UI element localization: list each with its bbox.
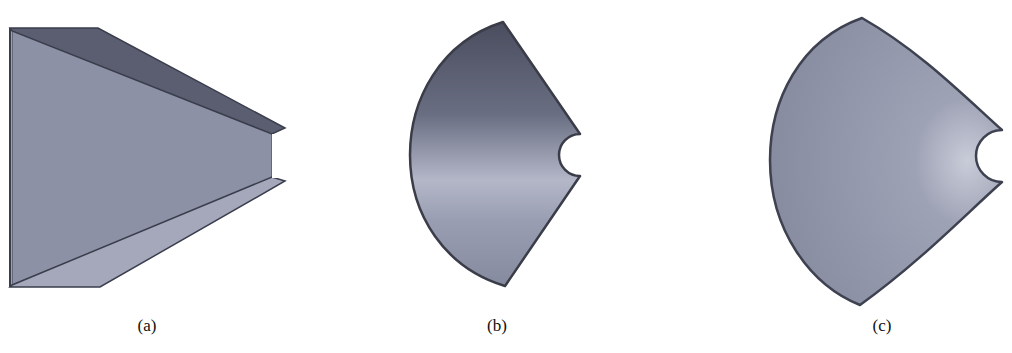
figure-label: (c) (873, 316, 892, 336)
figure-label: (b) (487, 316, 507, 336)
figure-label: (a) (138, 316, 157, 336)
curved-horn (770, 18, 1002, 305)
conical-horn (410, 22, 580, 286)
pyramidal-horn (10, 28, 285, 287)
